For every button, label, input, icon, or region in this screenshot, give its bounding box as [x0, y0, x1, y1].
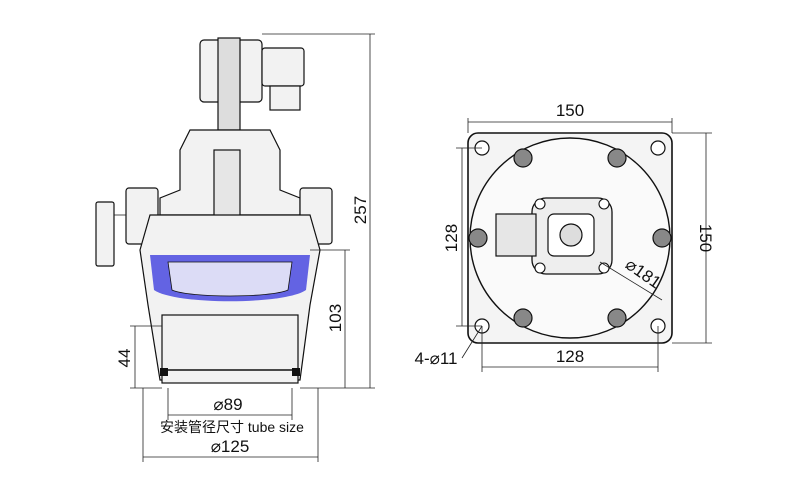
dim-height-pipe: 44	[115, 349, 134, 368]
dim-tube-diameter: ⌀89	[213, 395, 242, 414]
bolt-ring	[468, 148, 672, 328]
connector-head	[495, 213, 537, 257]
dim-bolt-left: 128	[442, 224, 461, 252]
tube-size-note: 安装管径尺寸 tube size	[160, 419, 304, 435]
top-view: 150 150 128 128 ⌀181 4-⌀11	[415, 101, 715, 372]
connector-plug	[269, 85, 301, 111]
dim-height-right: 150	[696, 224, 715, 252]
dim-height-body: 103	[326, 304, 345, 332]
dim-holes: 4-⌀11	[415, 349, 458, 368]
dim-outer-diameter: ⌀125	[211, 437, 250, 456]
dim-height-total: 257	[351, 196, 370, 224]
dim-bolt-bottom: 128	[556, 347, 584, 366]
diaphragm-inner	[167, 261, 293, 297]
corner-hole	[650, 140, 666, 156]
dim-width-top: 150	[556, 101, 584, 120]
connector-box	[261, 47, 305, 87]
solenoid-core	[217, 37, 241, 131]
side-bolt	[95, 201, 115, 267]
outlet-tube	[161, 314, 299, 384]
side-view: 257 103 44 ⌀89 安装管径尺寸 tube size ⌀125	[95, 33, 375, 462]
